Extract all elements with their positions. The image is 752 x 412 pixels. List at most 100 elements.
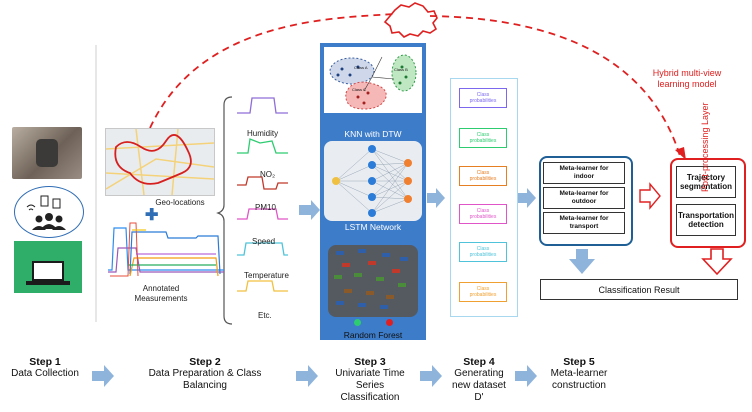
step-arrow-2 bbox=[296, 365, 318, 387]
annotated-measurements-label: Annotated Measurements bbox=[126, 284, 196, 304]
meta-indoor-line2: indoor bbox=[573, 173, 595, 180]
step3-desc-3: Classification bbox=[340, 392, 400, 403]
meta-transport-line1: Meta-learner for bbox=[559, 215, 609, 222]
annotated-label-line1: Annotated bbox=[142, 284, 180, 293]
people-devices-icon bbox=[14, 186, 84, 238]
no2-plot bbox=[237, 138, 288, 154]
meta-outdoor-line1: Meta-learner for bbox=[559, 190, 609, 197]
hybrid-arc-arrowhead bbox=[675, 147, 686, 160]
step4-title: Step 4 bbox=[463, 356, 495, 368]
green-dot-icon bbox=[354, 319, 361, 326]
class-prob-line2: probabilities bbox=[469, 292, 497, 298]
step4-desc-1: Generating bbox=[454, 368, 504, 379]
hybrid-model-label: Hybrid multi-view learning model bbox=[632, 68, 742, 90]
group-people-icon bbox=[26, 195, 66, 230]
annotated-measurements-plot bbox=[108, 222, 224, 277]
step2-desc-2: Balancing bbox=[183, 380, 227, 391]
etc-plot bbox=[237, 280, 288, 292]
step-3: Step 3 Univariate Time Series Classifica… bbox=[320, 356, 420, 404]
class-prob-line1: Class bbox=[476, 92, 490, 98]
lstm-network bbox=[324, 141, 422, 221]
arrow-meta-to-result bbox=[569, 249, 595, 274]
laptop-data-icon bbox=[14, 241, 82, 293]
arrow-step4-to-step5 bbox=[518, 188, 536, 208]
arrow-sensors-to-step3 bbox=[299, 200, 320, 220]
step5-desc-1: Meta-learner bbox=[550, 368, 608, 379]
arrow-step3-to-step4 bbox=[427, 188, 445, 208]
step4-desc-2: new dataset bbox=[452, 380, 506, 391]
trajectory-line1: Trajectory bbox=[686, 173, 726, 182]
step3-desc-2: Series bbox=[355, 380, 385, 391]
step1-title: Step 1 bbox=[29, 356, 61, 368]
annotated-label-line2: Measurements bbox=[134, 294, 188, 303]
step2-desc-1: Data Preparation & Class bbox=[148, 368, 262, 379]
class-prob-line1: Class bbox=[476, 246, 490, 252]
cluster-label-a: Class A bbox=[354, 65, 368, 70]
route-map-icon bbox=[105, 128, 215, 196]
sensor-no2: NO₂ bbox=[260, 170, 276, 179]
hybrid-arc bbox=[149, 13, 396, 129]
hybrid-arc-right bbox=[429, 15, 681, 157]
class-prob-line2: probabilities bbox=[469, 138, 497, 144]
step-2: Step 2 Data Preparation & Class Balancin… bbox=[120, 356, 290, 392]
step-5: Step 5 Meta-learner construction bbox=[538, 356, 620, 392]
sensor-temperature: Temperature bbox=[244, 271, 289, 280]
step-arrow-1 bbox=[92, 365, 114, 387]
plus-icon: ✚ bbox=[145, 207, 159, 224]
step-arrow-3 bbox=[420, 365, 442, 387]
speed-plot bbox=[237, 208, 288, 220]
class-prob-line1: Class bbox=[476, 286, 490, 292]
transport-line1: Transportation bbox=[677, 211, 734, 220]
decision-trees-icon bbox=[334, 249, 408, 309]
cluster-label-c: Class C bbox=[352, 87, 367, 92]
arrow-post-to-result bbox=[701, 248, 733, 276]
brain-outline-icon bbox=[383, 2, 438, 38]
backpack-sensor-photo bbox=[12, 127, 82, 179]
step3-panel: Class A Class B Class C KNN with DTW LST… bbox=[320, 43, 426, 340]
class-prob-line2: probabilities bbox=[469, 98, 497, 104]
sensor-humidity: Humidity bbox=[247, 129, 279, 138]
step1-desc: Data Collection bbox=[11, 368, 79, 379]
hybrid-label-line1: Hybrid multi-view bbox=[652, 68, 722, 78]
meta-outdoor-line2: outdoor bbox=[571, 198, 597, 205]
class-prob-line2: probabilities bbox=[469, 176, 497, 182]
sensor-brace bbox=[216, 96, 233, 325]
random-forest bbox=[328, 245, 418, 317]
class-prob-line2: probabilities bbox=[469, 214, 497, 220]
transport-line2: detection bbox=[688, 220, 724, 229]
class-probabilities-panel bbox=[450, 78, 518, 317]
geo-locations-label: Geo-locations bbox=[155, 198, 205, 207]
class-prob-line1: Class bbox=[476, 208, 490, 214]
step4-desc-3: D' bbox=[474, 392, 484, 403]
step5-title: Step 5 bbox=[563, 356, 595, 368]
cluster-label-b: Class B bbox=[394, 67, 408, 72]
cluster-plot bbox=[329, 54, 417, 110]
red-dot-icon bbox=[386, 319, 393, 326]
temperature-plot bbox=[237, 242, 288, 256]
sensor-device-icon bbox=[36, 139, 58, 167]
trajectory-line2: segmentation bbox=[679, 182, 732, 191]
classification-result-box: Classification Result bbox=[540, 279, 738, 300]
random-forest-label: Random Forest bbox=[343, 330, 403, 340]
lstm-label: LSTM Network bbox=[344, 222, 402, 232]
knn-label: KNN with DTW bbox=[344, 129, 402, 139]
meta-indoor-line1: Meta-learner for bbox=[559, 165, 609, 172]
geo-map bbox=[105, 128, 215, 196]
neural-network-icon bbox=[332, 145, 412, 217]
class-prob-line1: Class bbox=[476, 132, 490, 138]
sensor-speed: Speed bbox=[252, 237, 276, 246]
step2-title: Step 2 bbox=[189, 356, 221, 368]
sensor-etc: Etc. bbox=[258, 311, 272, 320]
step-arrow-4 bbox=[515, 365, 537, 387]
hybrid-label-line2: learning model bbox=[657, 79, 717, 89]
